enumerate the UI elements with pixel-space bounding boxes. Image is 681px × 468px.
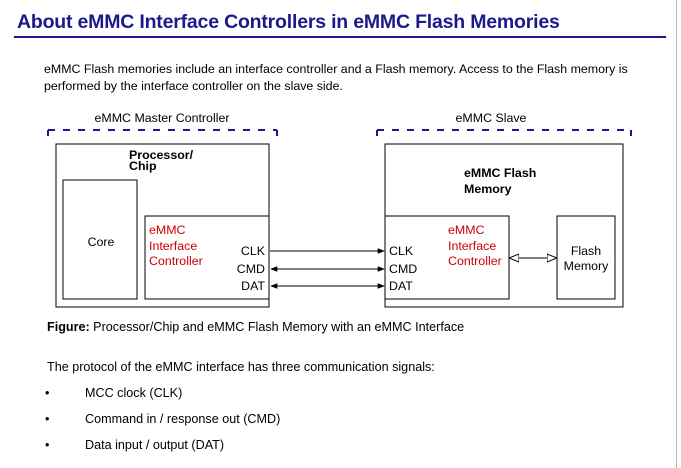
- slave-signal-dat: DAT: [389, 279, 413, 293]
- slave-interface-controller-box: [384, 215, 510, 300]
- flash-label-line2: Memory: [564, 259, 610, 273]
- flash-memory-box: [556, 215, 616, 300]
- page-title: About eMMC Interface Controllers in eMMC…: [17, 11, 560, 33]
- processor-label-line1: Processor/: [129, 148, 194, 162]
- bullet-icon: •: [45, 438, 50, 452]
- master-signal-dat: DAT: [241, 279, 265, 293]
- bullet-icon: •: [45, 412, 50, 426]
- slave-ctrl-line2: Interface: [448, 239, 496, 253]
- page-edge-rule: [676, 0, 677, 468]
- figure-caption: Figure: Processor/Chip and eMMC Flash Me…: [47, 320, 464, 334]
- slave-ctrl-line3: Controller: [448, 254, 502, 268]
- master-controller-label: eMMC Master Controller: [95, 111, 230, 125]
- slave-title-line2: Memory: [464, 182, 512, 196]
- master-ctrl-line3: Controller: [149, 254, 203, 268]
- slave-ctrl-line1: eMMC: [448, 223, 485, 237]
- flash-label-line1: Flash: [571, 244, 601, 258]
- master-ctrl-line2: Interface: [149, 239, 197, 253]
- master-bracket: [47, 129, 278, 136]
- bullet-text-cmd: Command in / response out (CMD): [85, 412, 281, 426]
- list-item: • Command in / response out (CMD): [0, 412, 400, 430]
- list-item: • Data input / output (DAT): [0, 438, 400, 456]
- protocol-intro: The protocol of the eMMC interface has t…: [47, 360, 435, 374]
- processor-label-line2: Chip: [129, 159, 157, 173]
- slave-signal-cmd: CMD: [389, 262, 417, 276]
- master-signal-clk: CLK: [241, 244, 266, 258]
- master-signal-cmd: CMD: [237, 262, 265, 276]
- bullet-text-dat: Data input / output (DAT): [85, 438, 225, 452]
- title-underline: [14, 36, 666, 38]
- core-label: Core: [88, 235, 115, 249]
- master-interface-controller-box: [144, 215, 270, 300]
- slave-bracket: [376, 129, 632, 136]
- bullet-icon: •: [45, 386, 50, 400]
- slave-label: eMMC Slave: [456, 111, 527, 125]
- slave-title-line1: eMMC Flash: [464, 166, 536, 180]
- list-item: • MCC clock (CLK): [0, 386, 400, 404]
- caption-prefix: Figure:: [47, 320, 90, 334]
- caption-text: Processor/Chip and eMMC Flash Memory wit…: [89, 320, 465, 334]
- intro-paragraph: eMMC Flash memories include an interface…: [44, 62, 628, 93]
- slave-signal-clk: CLK: [389, 244, 414, 258]
- core-box: [62, 179, 138, 300]
- bullet-text-clk: MCC clock (CLK): [85, 386, 183, 400]
- master-ctrl-line1: eMMC: [149, 223, 186, 237]
